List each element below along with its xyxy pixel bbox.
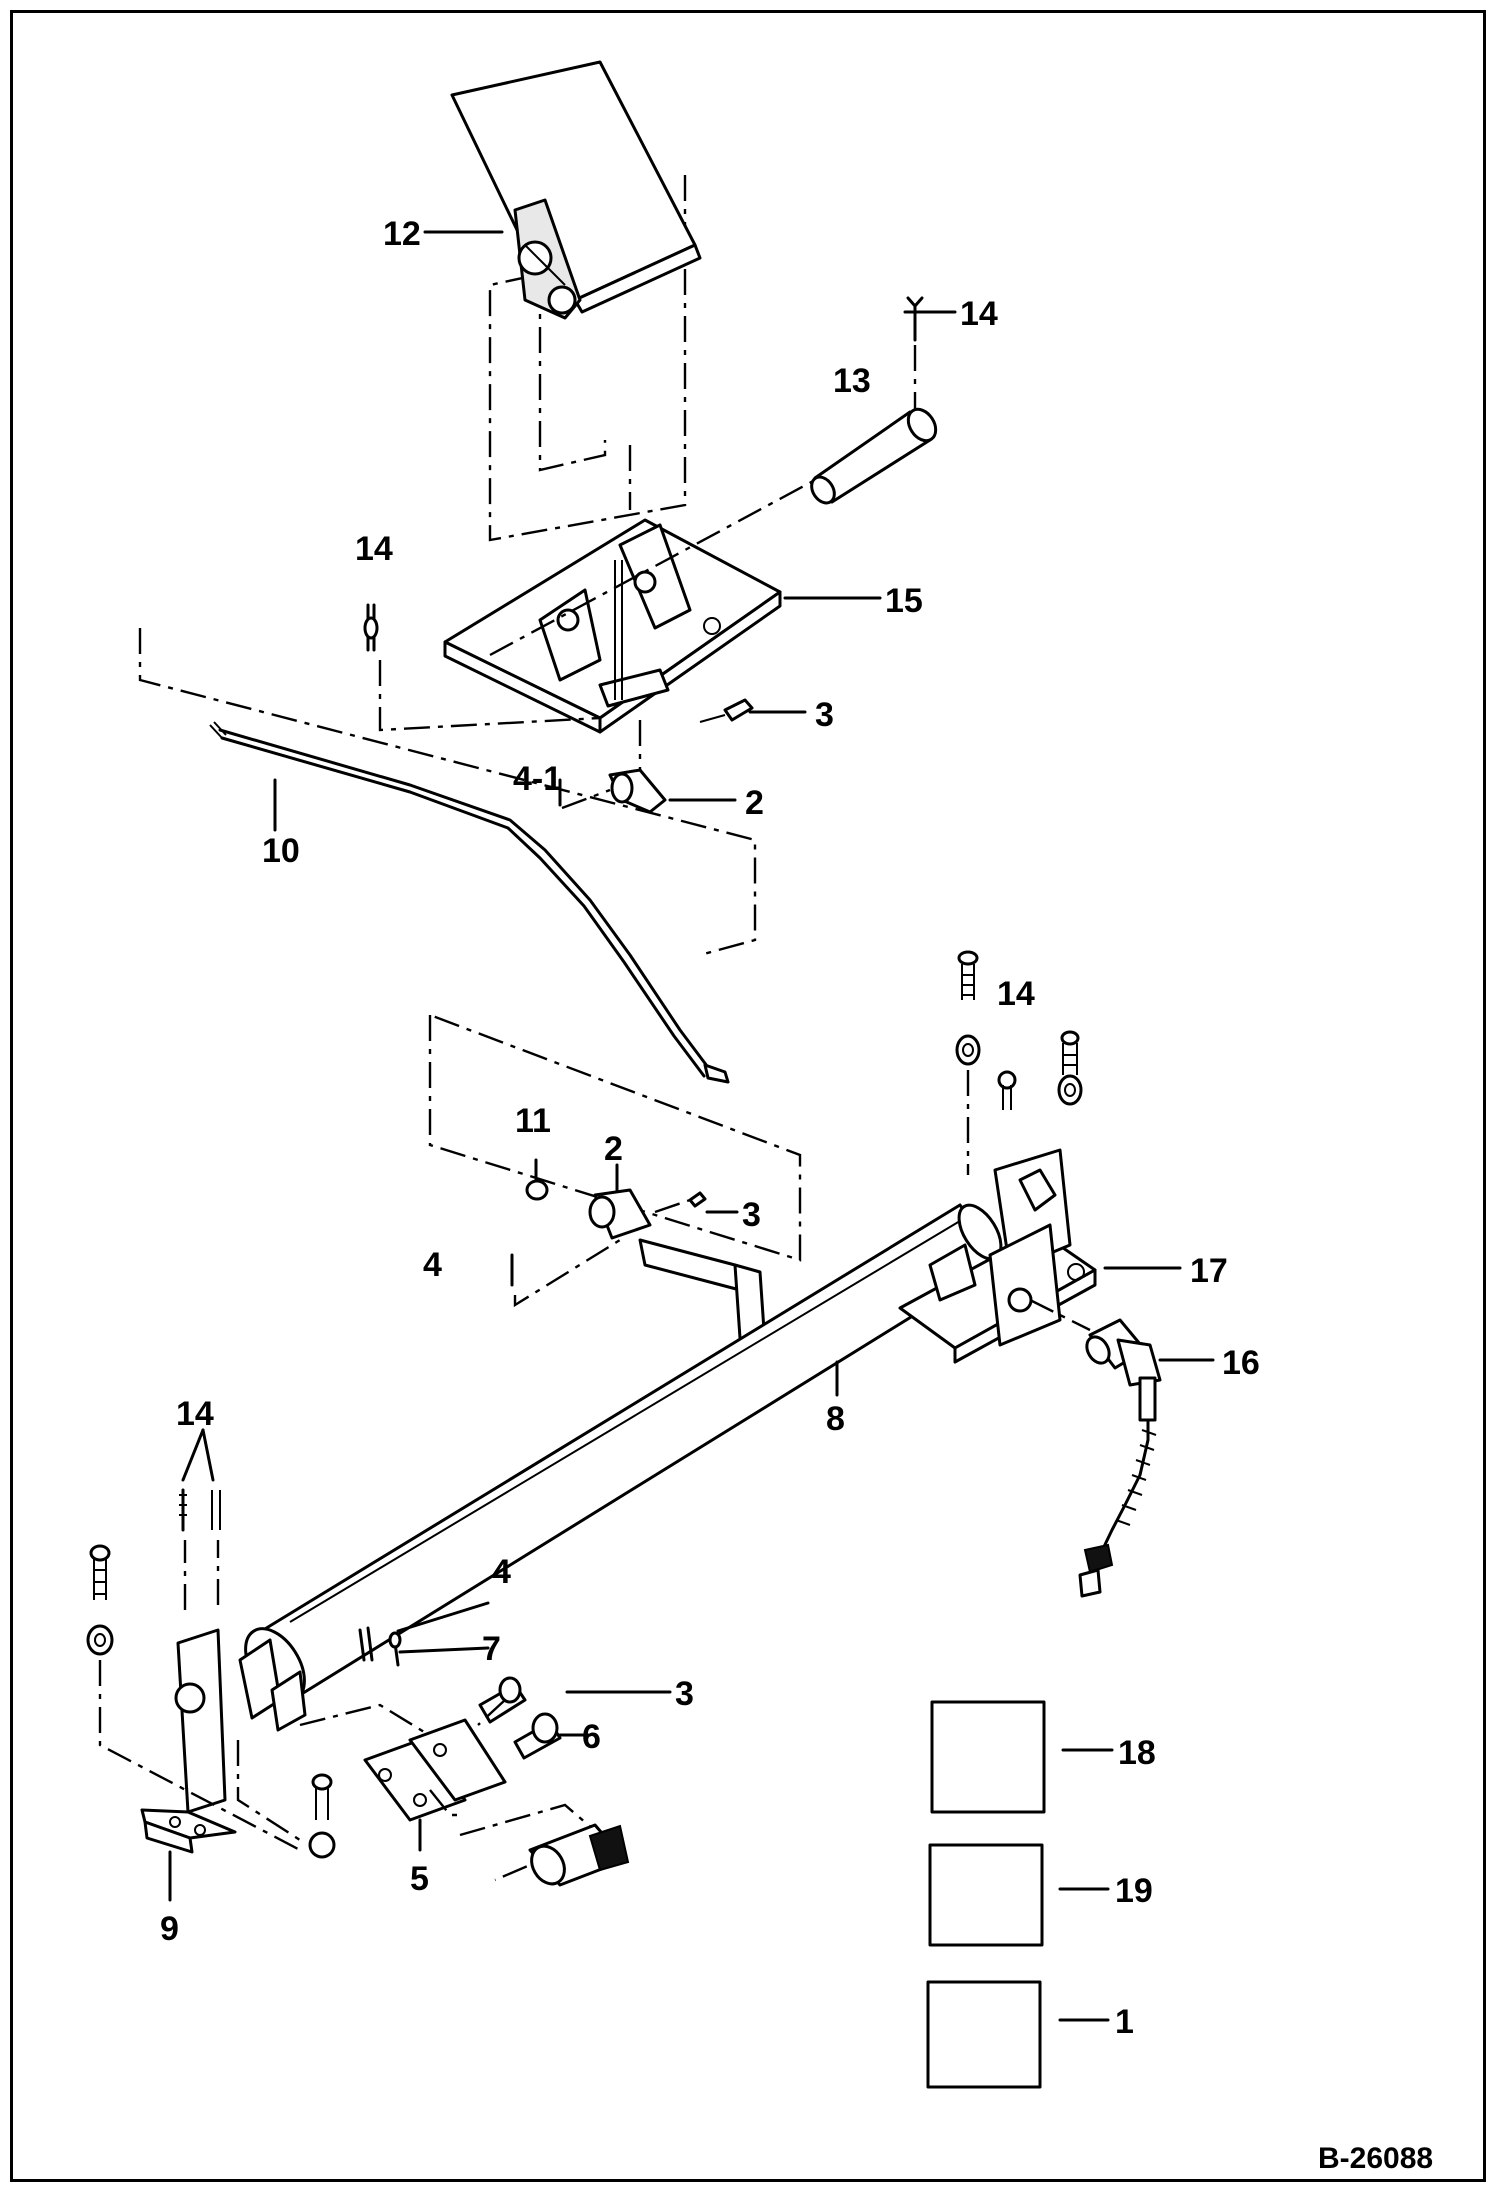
callout-labels: 12 14 13 14 15 3 4-1 2 10 14 11 2 3 4 17… <box>160 215 1433 2175</box>
pin-13 <box>489 296 938 657</box>
callout-12: 12 <box>383 215 421 253</box>
leader-lines <box>168 230 1215 2022</box>
callout-4: 4 <box>423 1246 442 1284</box>
pedal <box>450 60 702 542</box>
callout-4-1: 4-1 <box>513 760 562 798</box>
callout-8: 8 <box>826 1400 845 1438</box>
callout-4: 4 <box>492 1553 511 1591</box>
drawing-code: B-26088 <box>1318 2142 1433 2175</box>
lower-switch <box>459 1803 630 1887</box>
callout-2: 2 <box>604 1130 623 1168</box>
callout-17: 17 <box>1190 1252 1228 1290</box>
switch-assembly <box>1029 1298 1162 1598</box>
callout-11: 11 <box>515 1102 551 1140</box>
right-bracket <box>898 1148 1097 1364</box>
cotter-pin-14 <box>363 603 601 732</box>
callout-9: 9 <box>160 1910 179 1948</box>
lower-clevis <box>510 1179 767 1347</box>
callout-14: 14 <box>960 295 998 333</box>
drawing-frame <box>10 10 1486 2182</box>
callout-3: 3 <box>675 1675 694 1713</box>
callout-14: 14 <box>176 1395 214 1433</box>
callout-18: 18 <box>1118 1734 1156 1772</box>
control-rod <box>138 628 757 1084</box>
lower-linkage-outline <box>428 1013 802 1262</box>
callout-10: 10 <box>262 832 300 870</box>
callout-13: 13 <box>833 362 871 400</box>
callout-16: 16 <box>1222 1344 1260 1382</box>
callout-5: 5 <box>410 1860 429 1898</box>
pedal-base-plate <box>443 518 782 734</box>
callout-1: 1 <box>1115 2003 1134 2041</box>
link-plates <box>299 1626 562 1822</box>
decal-boxes <box>926 1700 1046 2089</box>
upper-clevis <box>558 698 754 814</box>
cross-shaft <box>244 1203 1003 1703</box>
callout-2: 2 <box>745 784 764 822</box>
callout-3: 3 <box>742 1196 761 1234</box>
callout-14: 14 <box>997 975 1035 1013</box>
callout-14: 14 <box>355 530 393 568</box>
left-bracket <box>86 1488 336 1859</box>
callout-3: 3 <box>815 696 834 734</box>
bracket-bolts <box>955 950 1083 1175</box>
callout-7: 7 <box>482 1630 501 1668</box>
callout-19: 19 <box>1115 1872 1153 1910</box>
callout-6: 6 <box>582 1718 601 1756</box>
callout-15: 15 <box>885 582 923 620</box>
